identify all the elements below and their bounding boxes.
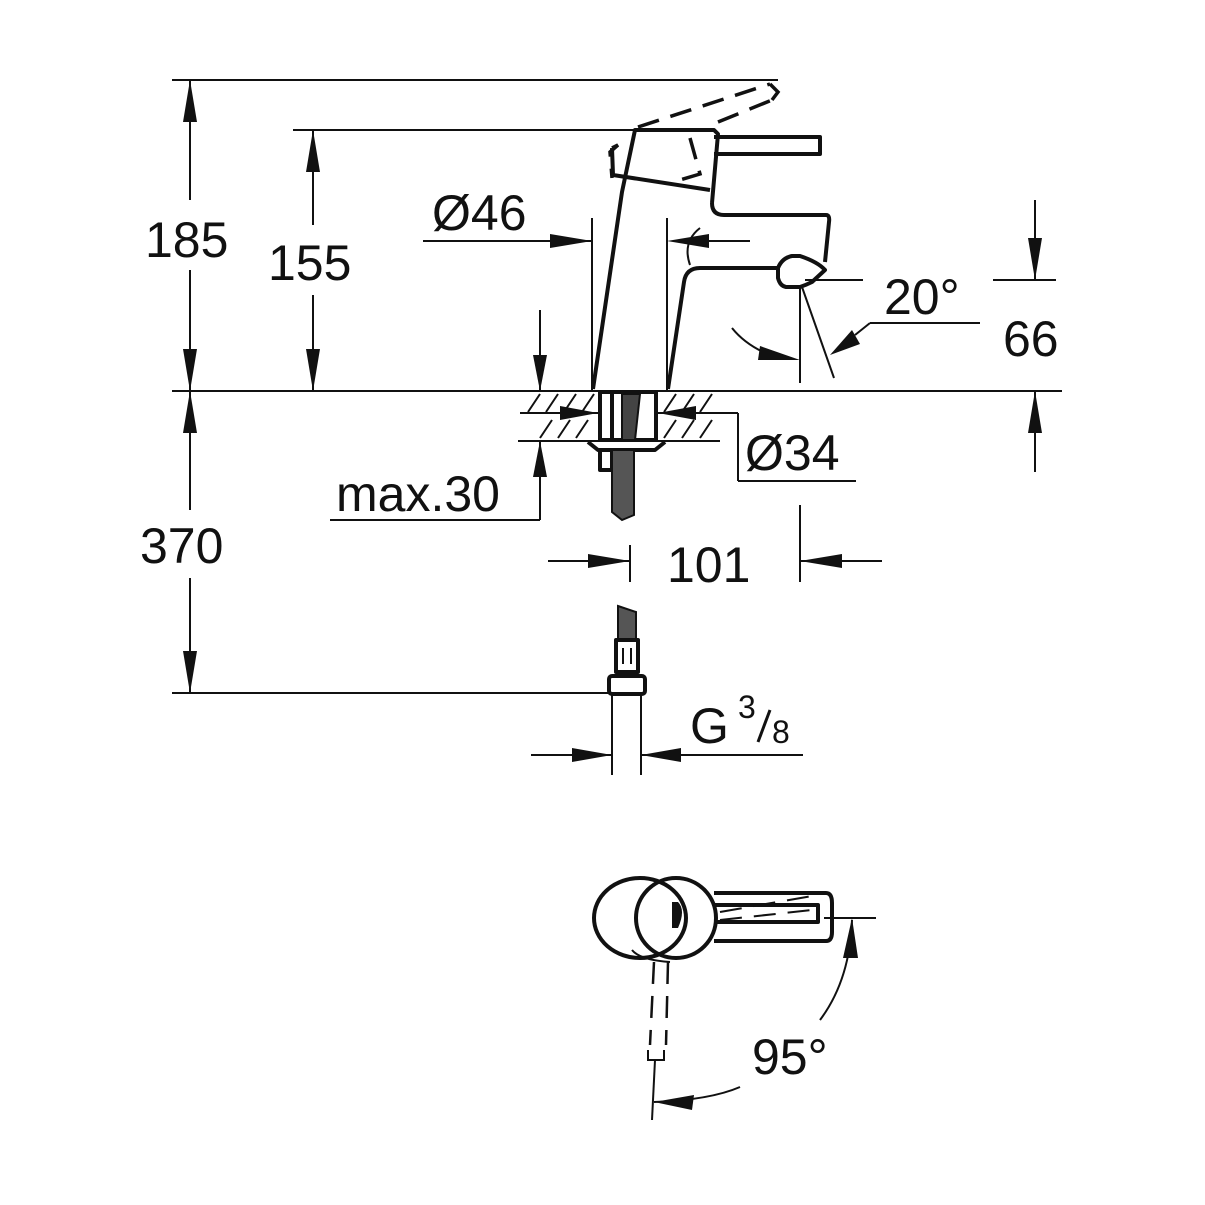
dimension-101: 101 (548, 505, 882, 593)
dimension-diameter-46: Ø46 (423, 185, 750, 391)
dim-thread-denominator: 8 (772, 714, 790, 750)
dim-thread-numerator: 3 (738, 689, 756, 725)
dim-diameter-34-label: Ø34 (745, 425, 840, 481)
dimension-thread-g38: G 3 8 (531, 689, 803, 762)
dimension-155: 155 (268, 130, 351, 391)
lever-open-position-outline (608, 82, 781, 182)
dim-66-label: 66 (1003, 311, 1059, 367)
deck-section (518, 390, 720, 522)
dim-max-30-label: max.30 (336, 466, 500, 522)
dimension-max-30: max.30 (330, 310, 547, 522)
dimension-diameter-34: Ø34 (520, 406, 856, 482)
dim-370-label: 370 (140, 518, 223, 574)
dim-95-degree-label: 95° (752, 1029, 828, 1085)
dim-155-label: 155 (268, 235, 351, 291)
dimension-spout-angle: 20° (731, 269, 980, 383)
dimension-66: 66 (993, 200, 1059, 472)
dim-101-label: 101 (667, 537, 750, 593)
dim-185-label: 185 (145, 212, 228, 268)
dimension-370: 370 (140, 391, 223, 693)
dim-thread-g-label: G (690, 698, 729, 754)
dimension-185: 185 (145, 80, 228, 391)
hose-connector (607, 604, 647, 775)
side-view: 185 155 Ø46 (140, 79, 1062, 775)
dim-diameter-46-label: Ø46 (432, 185, 527, 241)
dim-20-degree-label: 20° (884, 269, 960, 325)
dimension-95-degree: 95° (653, 918, 858, 1110)
top-view: 95° (592, 876, 876, 1121)
faucet-body (591, 128, 832, 390)
